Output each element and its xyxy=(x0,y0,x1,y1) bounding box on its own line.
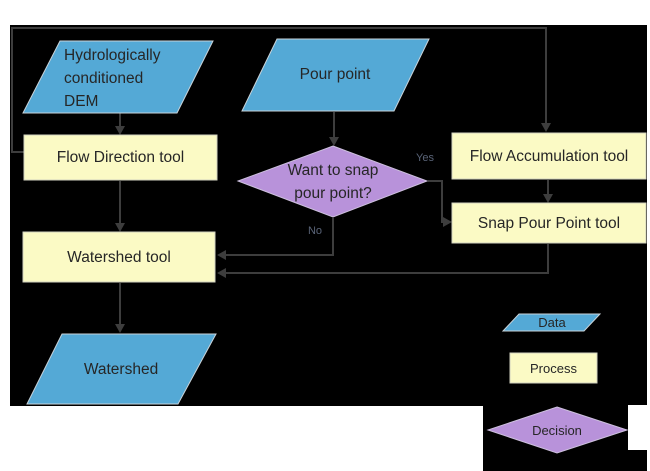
legend-data-shape xyxy=(501,313,602,332)
dem-node-shape xyxy=(22,40,214,114)
edge-line xyxy=(226,218,334,256)
legend-decision-shape xyxy=(486,406,629,454)
flow-direction-node-shape xyxy=(23,134,218,181)
arrowhead-icon xyxy=(443,217,452,227)
arrowhead-icon xyxy=(541,123,551,132)
edge-flow-direction-to-watershed-tool xyxy=(115,181,125,232)
arrowhead-icon xyxy=(115,324,125,333)
arrowhead-icon xyxy=(329,137,339,146)
watershed-tool-node-shape xyxy=(22,231,216,283)
edge-decision-yes-to-snap-pour-point xyxy=(428,180,452,227)
edge-dem-to-flow-direction xyxy=(115,112,125,135)
flow-accumulation-node-shape xyxy=(451,132,647,180)
edge-flow-accumulation-to-snap-pour-point xyxy=(543,180,553,203)
edge-watershed-tool-to-watershed xyxy=(115,283,125,333)
edge-pour-point-to-decision xyxy=(329,112,339,146)
arrowhead-icon xyxy=(217,268,226,278)
edge-line xyxy=(226,244,549,274)
watershed-node-shape xyxy=(26,333,217,405)
edge-decision-no-to-watershed-tool xyxy=(217,218,334,260)
arrowhead-icon xyxy=(217,250,226,260)
edge-snap-pour-point-to-watershed-tool xyxy=(217,244,549,278)
background-cutout xyxy=(628,405,650,450)
edge-line xyxy=(11,27,547,153)
pour-point-node-shape xyxy=(241,38,430,112)
snap-decision-node-shape xyxy=(236,145,429,218)
legend-process-shape xyxy=(509,352,598,384)
arrowhead-icon xyxy=(115,223,125,232)
edge-flow-direction-to-flow-accumulation xyxy=(11,27,551,153)
arrowhead-icon xyxy=(543,194,553,203)
arrowhead-icon xyxy=(115,126,125,135)
snap-pour-point-node-shape xyxy=(451,202,647,244)
